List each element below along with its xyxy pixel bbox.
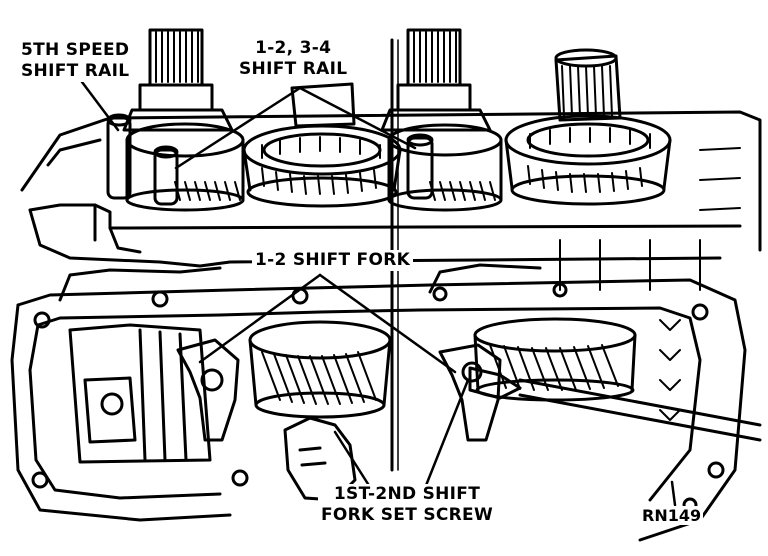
left-input-stub (290, 82, 356, 128)
lower-center-gear (248, 320, 392, 419)
label-5th-speed-line2: SHIFT RAIL (21, 61, 130, 81)
label-12-34-line2: SHIFT RAIL (239, 59, 348, 79)
label-12-shift-fork: 1-2 SHIFT FORK (252, 250, 414, 271)
right-shaft-splines (413, 31, 457, 83)
label-12-shift-fork-text: 1-2 SHIFT FORK (255, 250, 411, 270)
label-12-34-line1: 1-2, 3-4 (255, 38, 332, 58)
lower-right-gear-teeth (489, 344, 619, 391)
upper-left-bearing (242, 124, 402, 208)
fifth-speed-shift-rail (106, 113, 132, 200)
upper-right-bearing-rollers (527, 127, 651, 193)
case-ribs (559, 147, 741, 421)
input-shaft-splines (561, 65, 613, 117)
upper-left-bearing-rollers (261, 136, 381, 195)
label-set-screw-line1: 1ST-2ND SHIFT (333, 484, 481, 504)
upper-right-synchro (387, 123, 503, 212)
flange-bolts (31, 282, 725, 513)
lower-center-gear-teeth (261, 351, 377, 405)
left-output-shaft (122, 28, 234, 132)
upper-right-bearing (504, 114, 672, 206)
label-set-screw-line2: FORK SET SCREW (321, 505, 493, 525)
lower-right-gear (473, 317, 637, 402)
case-lower (10, 263, 747, 542)
figure-id: RN149 (640, 506, 704, 525)
rail-12-34-left (153, 145, 179, 206)
label-5th-speed-shift-rail: 5TH SPEED SHIFT RAIL (18, 40, 133, 82)
rail-12-34-right (406, 133, 434, 200)
label-set-screw: 1ST-2ND SHIFT FORK SET SCREW (318, 484, 496, 526)
hand (283, 416, 357, 502)
label-12-34-shift-rail: 1-2, 3-4 SHIFT RAIL (236, 38, 351, 80)
case-upper (20, 110, 762, 268)
screwdriver (468, 366, 762, 442)
label-5th-speed-line1: 5TH SPEED (21, 40, 130, 60)
left-shaft-splines (155, 31, 199, 83)
